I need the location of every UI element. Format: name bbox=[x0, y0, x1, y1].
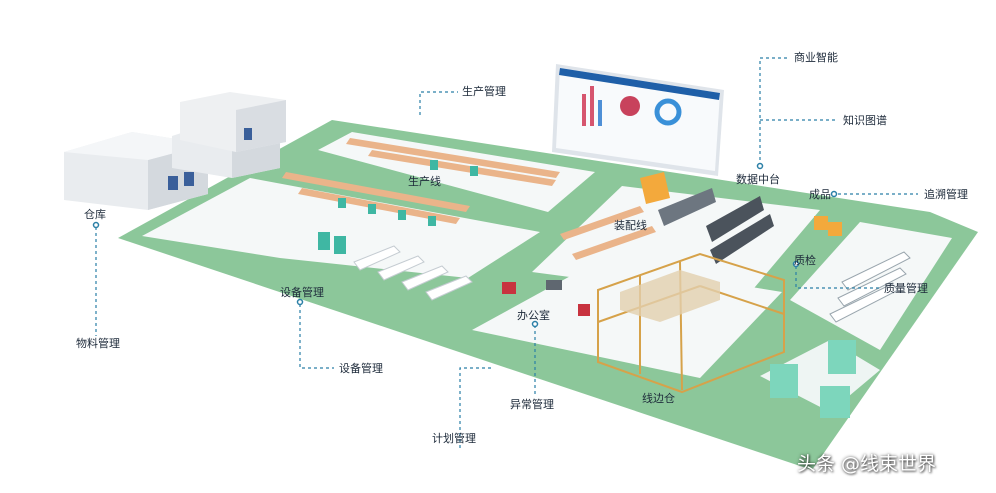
zone-equipment bbox=[142, 178, 540, 278]
quality-benches bbox=[829, 251, 911, 323]
equipment-racks bbox=[353, 245, 473, 301]
data-dashboard-screen bbox=[552, 64, 724, 176]
office-desks bbox=[502, 280, 590, 316]
label-production-mgmt: 生产管理 bbox=[462, 85, 506, 98]
label-material-mgmt: 物料管理 bbox=[76, 337, 120, 350]
label-equipment-mgmt-top: 设备管理 bbox=[280, 286, 324, 299]
label-lineside-store: 线边仓 bbox=[642, 392, 675, 405]
annotation-leaders bbox=[95, 57, 918, 448]
label-business-intel: 商业智能 bbox=[794, 51, 838, 64]
label-quality-mgmt: 质量管理 bbox=[884, 282, 928, 295]
label-knowledge-graph: 知识图谱 bbox=[843, 114, 887, 127]
zone-production-line bbox=[318, 132, 595, 212]
annotation-dots bbox=[92, 162, 838, 328]
label-assembly-line: 装配线 bbox=[614, 219, 647, 232]
production-machines bbox=[318, 160, 478, 254]
label-equipment-mgmt-bottom: 设备管理 bbox=[339, 362, 383, 375]
label-data-center: 数据中台 bbox=[736, 173, 780, 186]
label-planning-mgmt: 计划管理 bbox=[432, 432, 476, 445]
production-line-benches bbox=[282, 138, 560, 224]
finished-goods-pallets bbox=[814, 216, 842, 236]
lineside-store-boxes bbox=[620, 270, 720, 322]
watermark: 头条 @线束世界 bbox=[797, 453, 937, 475]
label-traceability: 追溯管理 bbox=[924, 188, 968, 201]
label-warehouse: 仓库 bbox=[84, 208, 106, 221]
assembly-line-machines bbox=[640, 172, 774, 264]
label-inspection: 质检 bbox=[794, 254, 816, 267]
warehouse-building bbox=[64, 92, 286, 210]
assembly-benches bbox=[560, 206, 656, 260]
label-office: 办公室 bbox=[517, 309, 550, 322]
label-production-line: 生产线 bbox=[408, 175, 441, 188]
label-exception-mgmt: 异常管理 bbox=[510, 398, 554, 411]
label-finished-goods: 成品 bbox=[809, 188, 831, 201]
finished-goods-machines bbox=[770, 340, 856, 418]
